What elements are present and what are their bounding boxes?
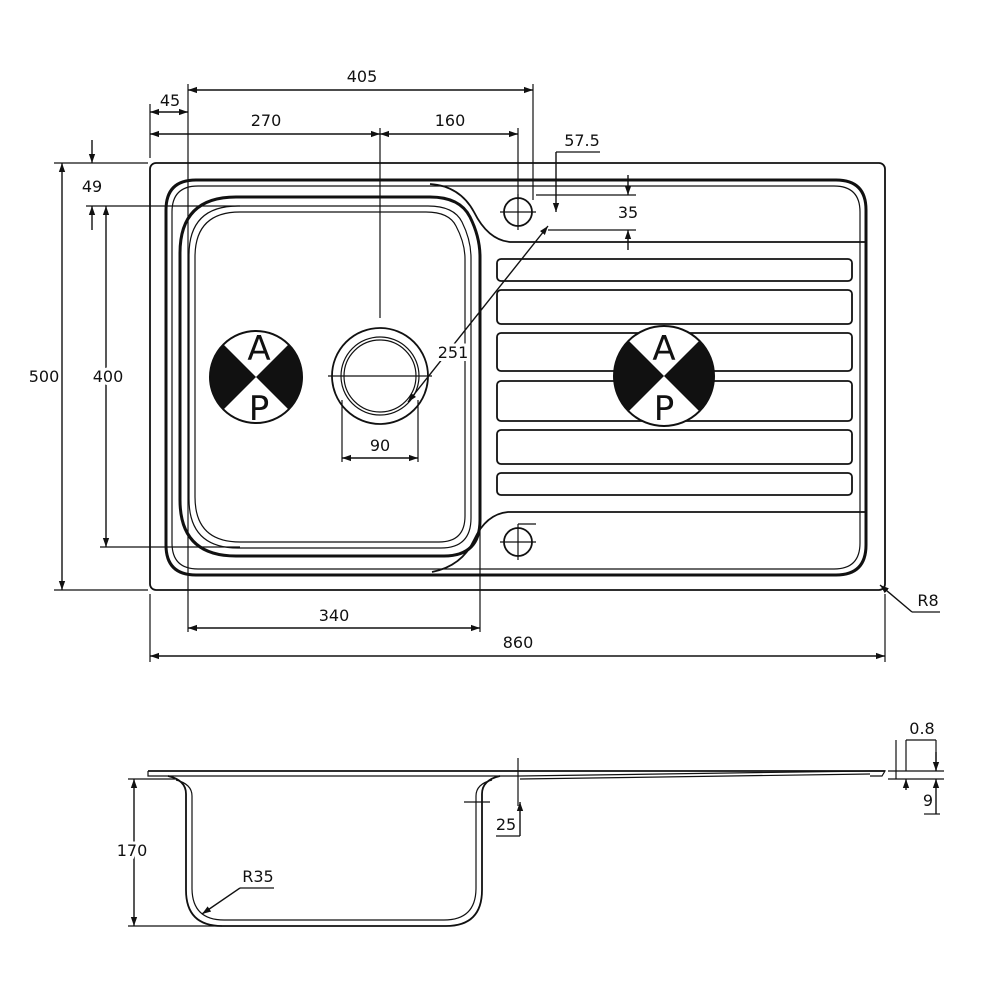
ap-label-a: A [247, 329, 270, 369]
ap-label-a: A [652, 329, 675, 369]
dim-r8: R8 [917, 591, 938, 610]
tap-hole-bottom [500, 523, 536, 560]
dim-500: 500 [29, 367, 60, 386]
ap-label-p: P [249, 389, 270, 429]
dim-0-8: 0.8 [909, 719, 934, 738]
bowl-inner-2 [194, 211, 466, 543]
dim-line-r35 [201, 887, 241, 915]
dim-35: 35 [618, 203, 638, 222]
bowl-inner [188, 205, 472, 549]
drainer-slope [519, 770, 871, 777]
rim-end-right [870, 770, 887, 777]
dim-160: 160 [435, 111, 466, 130]
dim-170: 170 [117, 841, 148, 860]
top-view: A P A P [29, 67, 940, 662]
ap-symbol-left: A P [209, 329, 303, 429]
dim-r35: R35 [242, 867, 273, 886]
side-view: 0.8 9 25 170 R35 [114, 719, 944, 927]
bowl-transition-bottom [431, 511, 866, 573]
bowl-profile-inner [175, 779, 493, 921]
rim-lip-left [147, 771, 160, 777]
extension-lines [54, 84, 886, 662]
bowl-profile-outer [167, 775, 501, 927]
side-extension-lines [128, 739, 944, 927]
bowl-transition-top [429, 183, 866, 243]
dim-860: 860 [503, 633, 534, 652]
dim-57-5: 57.5 [564, 131, 600, 150]
dim-90: 90 [370, 436, 390, 455]
sink-inner-perimeter [164, 178, 868, 577]
dim-25: 25 [496, 815, 516, 834]
sink-inner-perimeter-2 [171, 185, 861, 570]
dim-line-251 [407, 225, 549, 403]
ap-label-p: P [654, 389, 675, 429]
dim-340: 340 [319, 606, 350, 625]
bowl-outer [178, 195, 482, 558]
dim-270: 270 [251, 111, 282, 130]
dim-251: 251 [438, 343, 469, 362]
dim-45: 45 [160, 91, 180, 110]
ap-symbol-right: A P [613, 325, 715, 429]
dim-49: 49 [82, 177, 102, 196]
dim-400: 400 [93, 367, 124, 386]
dim-9: 9 [923, 791, 933, 810]
dim-405: 405 [347, 67, 378, 86]
drainer-slope-2 [519, 773, 871, 780]
dim-line-r8 [879, 584, 913, 613]
